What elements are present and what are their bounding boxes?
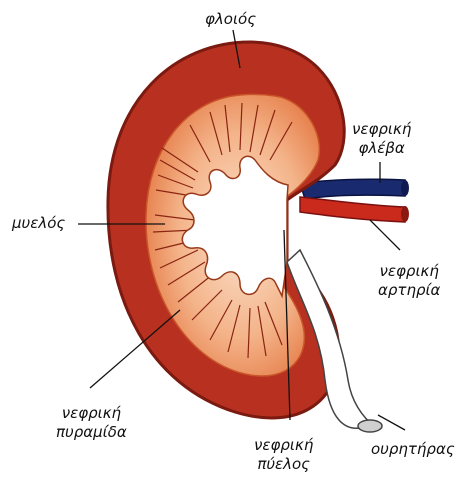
label-renal-vein: νεφρική φλέβα xyxy=(352,120,411,158)
label-renal-vein-line2: φλέβα xyxy=(352,139,411,158)
label-renal-vein-line1: νεφρική xyxy=(352,120,411,139)
label-renal-artery-line2: αρτηρία xyxy=(378,281,440,300)
label-renal-pyramid: νεφρική πυραμίδα xyxy=(56,404,127,442)
label-renal-artery-line1: νεφρική xyxy=(378,262,440,281)
label-renal-pelvis-line2: πύελος xyxy=(254,455,313,474)
renal-artery xyxy=(300,197,405,222)
label-renal-artery: νεφρική αρτηρία xyxy=(378,262,440,300)
label-cortex: φλοιός xyxy=(205,10,256,29)
leader-artery xyxy=(370,220,400,250)
label-renal-pelvis: νεφρική πύελος xyxy=(254,436,313,474)
label-ureter: ουρητήρας xyxy=(371,440,455,459)
label-renal-pelvis-line1: νεφρική xyxy=(254,436,313,455)
label-renal-pyramid-line1: νεφρική xyxy=(56,404,127,423)
label-medulla: μυελός xyxy=(12,214,65,233)
label-renal-pyramid-line2: πυραμίδα xyxy=(56,423,127,442)
